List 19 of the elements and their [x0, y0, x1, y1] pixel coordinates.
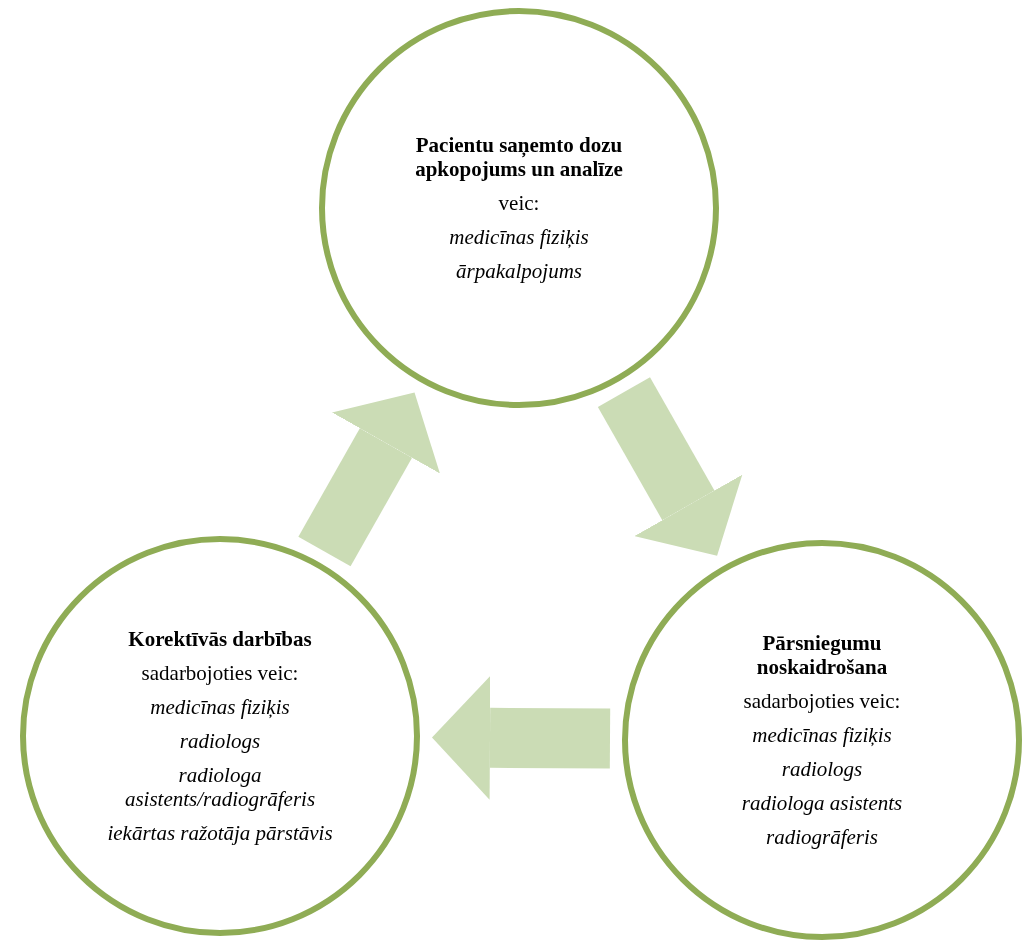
role-text: ārpakalpojums — [456, 259, 582, 284]
block-arrow — [432, 675, 611, 800]
role-intro-text: sadarbojoties veic: — [141, 660, 299, 685]
block-arrow — [298, 392, 440, 567]
block-arrow — [597, 377, 743, 556]
role-text: medicīnas fiziķis — [150, 694, 290, 719]
circle-heading: Pārsniegumu noskaidrošana — [755, 630, 889, 679]
role-text: radiologs — [781, 757, 863, 782]
role-text: iekārtas ražotāja pārstāvis — [107, 821, 333, 846]
circle-heading: Korektīvās darbības — [128, 626, 312, 651]
role-text: radiogrāferis — [766, 825, 878, 850]
role-text: medicīnas fiziķis — [449, 225, 589, 250]
role-intro-text: veic: — [498, 190, 540, 216]
role-text: medicīnas fiziķis — [752, 722, 892, 748]
role-text: radiologs — [179, 728, 261, 754]
role-text: radiologa asistents/radiogrāferis — [123, 763, 317, 812]
circle-heading: Pacientu saņemto dozu apkopojums un analīze — [414, 132, 624, 181]
role-text: radiologa asistents — [741, 791, 903, 816]
role-intro-text: sadarbojoties veic: — [743, 688, 901, 713]
